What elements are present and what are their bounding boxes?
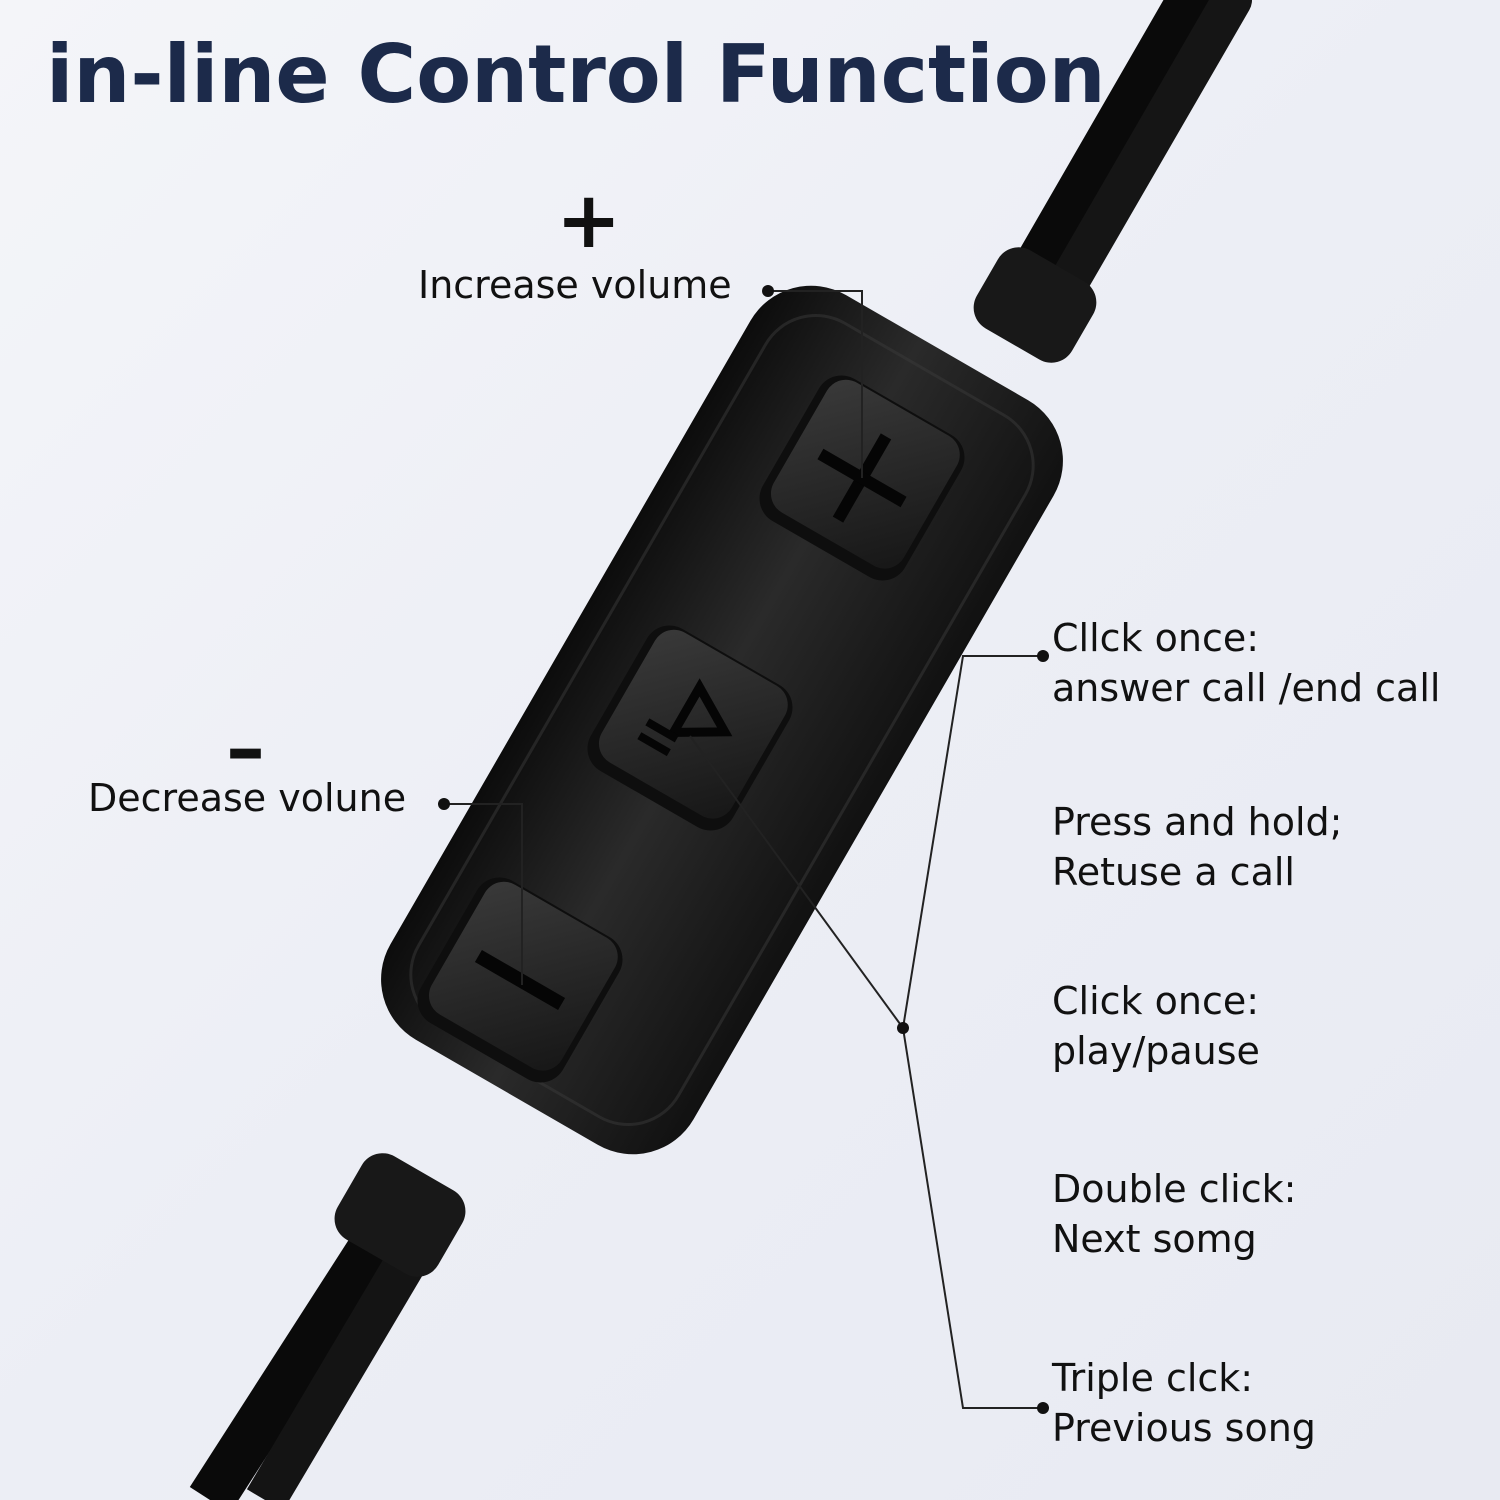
collar-bottom <box>334 1153 466 1277</box>
increase-volume-label: Increase volume <box>418 263 732 307</box>
function-line: Retuse a call <box>1052 850 1295 894</box>
minus-symbol: – <box>226 704 265 794</box>
volume-down-button[interactable] <box>408 868 632 1092</box>
function-answer-end-call: Cllck once: answer call /end call <box>1052 613 1440 713</box>
cable-top <box>1017 0 1252 300</box>
function-line: answer call /end call <box>1052 666 1441 710</box>
plus-symbol: + <box>556 176 622 266</box>
function-next-song: Double click: Next somg <box>1052 1164 1296 1264</box>
page-title: in-line Control Function <box>46 28 1106 121</box>
play-pause-button[interactable] <box>578 616 802 840</box>
function-line: Click once: <box>1052 979 1260 1023</box>
leader-increase <box>770 290 863 478</box>
function-line: Cllck once: <box>1052 616 1260 660</box>
function-line: Previous song <box>1052 1406 1316 1450</box>
collar-top <box>973 247 1097 363</box>
play-icon <box>637 678 733 757</box>
leader-dots <box>438 285 1049 1414</box>
function-line: Double click: <box>1052 1167 1297 1211</box>
function-line: play/pause <box>1052 1029 1260 1073</box>
function-previous-song: Triple clck: Previous song <box>1052 1353 1316 1453</box>
function-play-pause: Click once: play/pause <box>1052 976 1260 1076</box>
leader-play <box>689 735 904 1029</box>
leader-bracket <box>901 655 1043 1409</box>
minus-icon <box>474 949 566 1011</box>
function-refuse-call: Press and hold; Retuse a call <box>1052 797 1342 897</box>
function-line: Next somg <box>1052 1217 1257 1261</box>
function-line: Press and hold; <box>1052 800 1343 844</box>
leader-decrease <box>444 803 523 985</box>
decrease-volume-label: Decrease volune <box>88 776 407 820</box>
cable-bottom <box>189 1207 444 1500</box>
function-line: Triple clck: <box>1052 1356 1254 1400</box>
